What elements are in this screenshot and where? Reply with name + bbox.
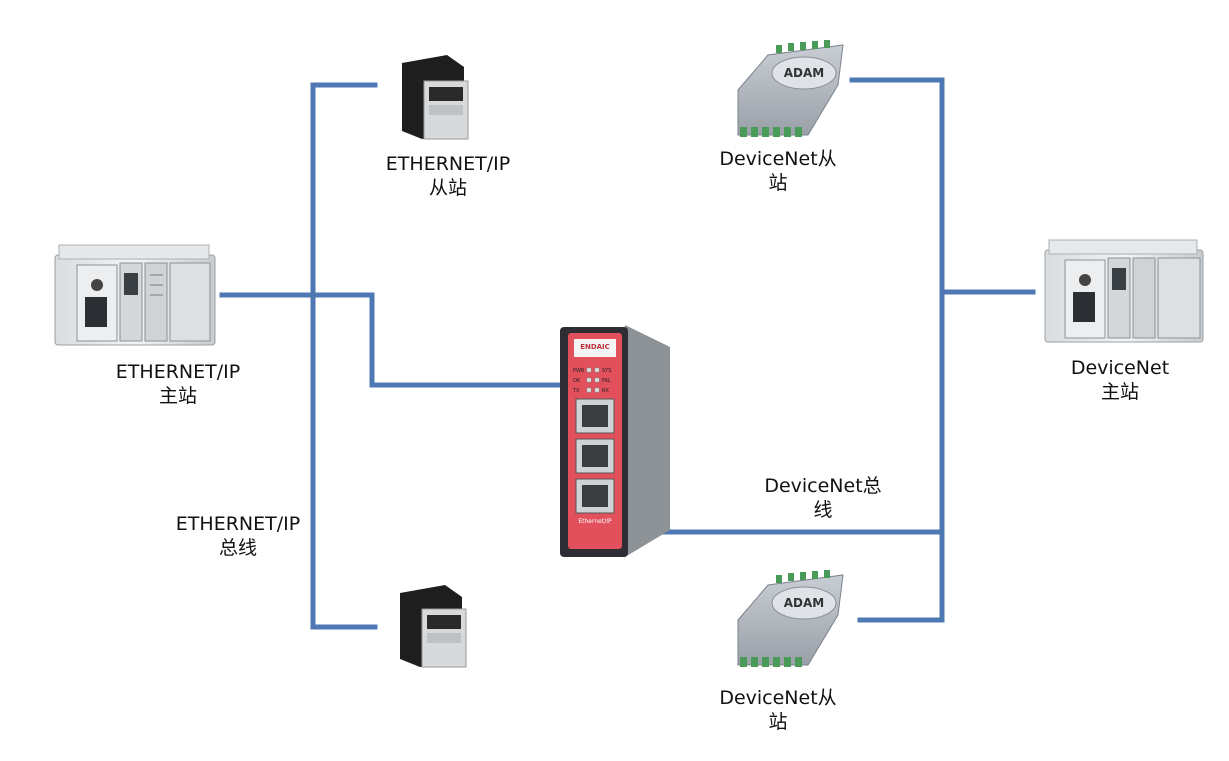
dn-slave-bottom-label-line2: 站 xyxy=(768,711,788,733)
dn-slave-top-label: DeviceNet从 站 xyxy=(688,147,868,195)
dn-master-label: DeviceNet 主站 xyxy=(1030,356,1210,404)
dn-trunk-line xyxy=(849,77,945,623)
dn-slave-module-top-icon: ADAM xyxy=(737,40,844,137)
devicenet-bus xyxy=(649,77,1036,623)
gateway-port-label: Ethernet/IP xyxy=(578,518,612,525)
dn-slave-bottom-label: DeviceNet从 站 xyxy=(688,686,868,734)
dn-slave-top-label-line1: DeviceNet从 xyxy=(719,148,837,170)
led-label-sys: SYS xyxy=(602,368,611,374)
dn-master-label-line2: 主站 xyxy=(1100,381,1139,403)
eip-bus-label-line1: ETHERNET/IP xyxy=(175,513,301,535)
dn-master-label-line1: DeviceNet xyxy=(1070,357,1170,379)
eip-slave-drive-top-icon xyxy=(402,55,469,140)
eip-master-label-line1: ETHERNET/IP xyxy=(115,361,241,383)
eip-master-label-line2: 主站 xyxy=(158,385,197,407)
led-label-rx: RX xyxy=(602,388,609,394)
eip-slave-drive-bottom-icon xyxy=(400,585,467,668)
led-label-ok: OK xyxy=(573,378,581,384)
dn-bus-label-line2: 线 xyxy=(813,499,833,521)
rj45-ports xyxy=(575,398,615,514)
dn-slave-module-bottom-icon: ADAM xyxy=(737,570,844,667)
adam-brand-text: ADAM xyxy=(784,596,824,610)
dn-slave-bottom-label-line1: DeviceNet从 xyxy=(719,687,837,709)
eip-master-label: ETHERNET/IP 主站 xyxy=(88,360,268,408)
eip-slave-top-label-line1: ETHERNET/IP xyxy=(385,153,511,175)
eip-trunk-line xyxy=(310,82,378,630)
led-label-fal: FAL xyxy=(602,378,611,384)
gateway-brand-text: ENDAIC xyxy=(580,343,610,351)
adam-brand-text: ADAM xyxy=(784,66,824,80)
eip-master-link xyxy=(219,292,568,388)
eip-bus-label: ETHERNET/IP 总线 xyxy=(148,512,328,560)
eip-slave-top-label-line2: 从站 xyxy=(428,177,467,199)
dn-master-plc-icon xyxy=(1044,239,1204,343)
led-label-tx: TX xyxy=(572,388,580,394)
eip-bus-label-line2: 总线 xyxy=(218,537,257,559)
dn-bus-label-line1: DeviceNet总 xyxy=(764,475,882,497)
eip-master-plc-icon xyxy=(54,244,216,346)
eip-slave-top-label: ETHERNET/IP 从站 xyxy=(358,152,538,200)
dn-slave-top-label-line2: 站 xyxy=(768,172,788,194)
gateway-device-icon: ENDAIC PWR SYS OK FAL TX RX Ethernet/IP xyxy=(560,325,670,557)
dn-bus-label: DeviceNet总 线 xyxy=(733,474,913,522)
led-label-pwr: PWR xyxy=(573,368,585,374)
ethernet-ip-bus xyxy=(219,82,568,630)
